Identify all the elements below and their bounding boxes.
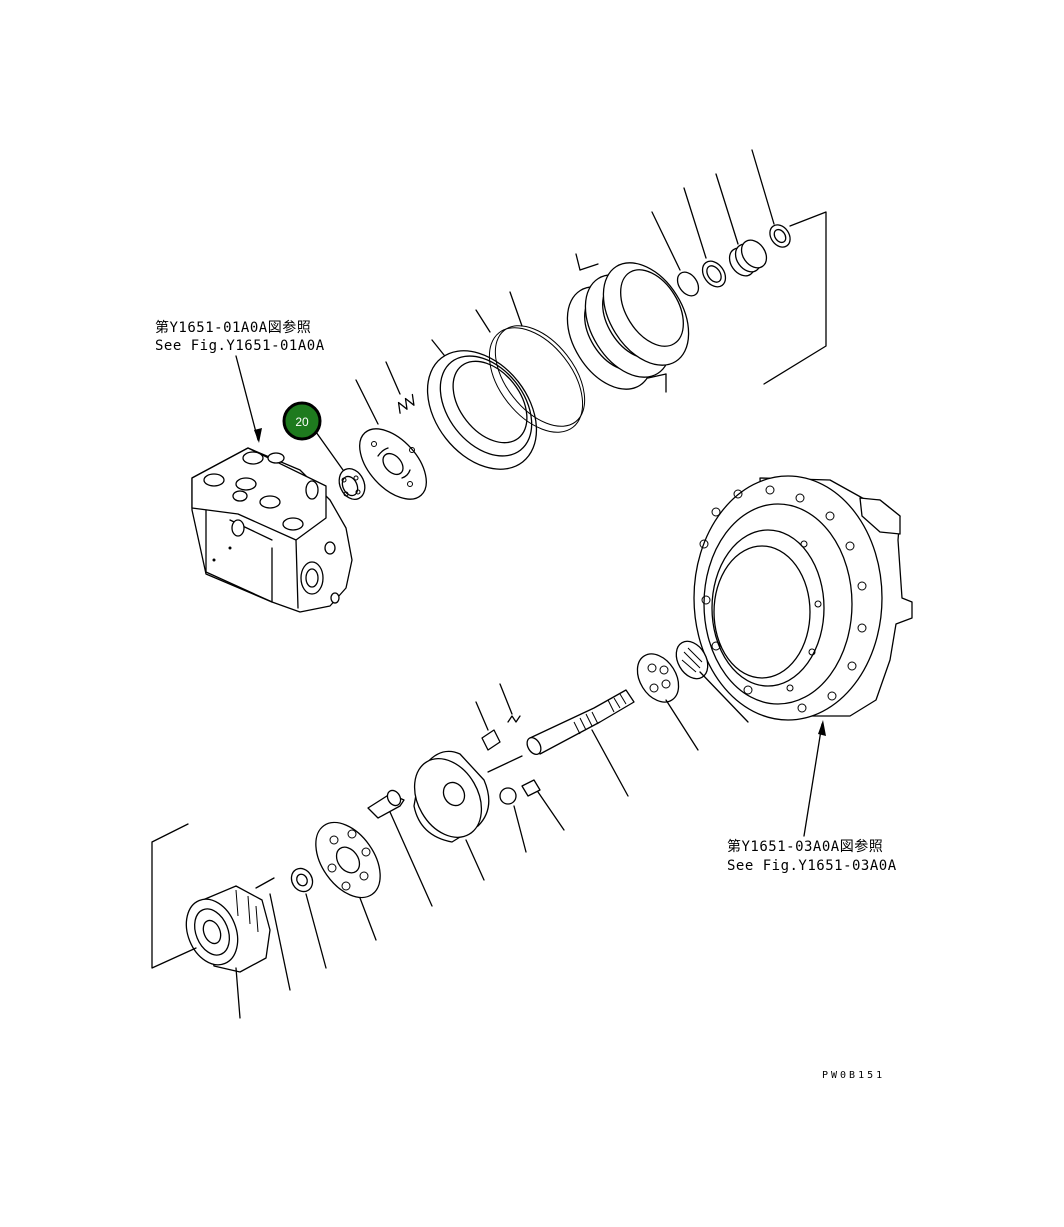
needle-pin: [255, 877, 291, 991]
bearing-medium: [636, 653, 699, 751]
bearing-large: [675, 640, 749, 723]
swash-plate: [413, 750, 523, 881]
reference-en-top: See Fig.Y1651-01A0A: [155, 338, 325, 354]
cylinder-block: [185, 885, 271, 1019]
callout-20[interactable]: 20: [282, 401, 344, 471]
pin-set: [475, 683, 521, 751]
motor-flange-case: [693, 475, 913, 721]
picture-code: PW0B151: [822, 1070, 885, 1081]
reference-jp-top: 第Y1651-01A0A図参照: [155, 319, 311, 336]
callout-number: 20: [295, 415, 309, 429]
drive-shaft: [526, 689, 635, 797]
piston: [367, 789, 433, 907]
reference-en-bottom: See Fig.Y1651-03A0A: [727, 858, 897, 874]
seal-ring-large: [426, 339, 538, 470]
ball-and-pin: [499, 779, 565, 853]
valve-plate: [355, 379, 427, 500]
retainer-plate: [315, 821, 381, 941]
reference-label-bottom-right: 第Y1651-03A0A図参照 See Fig.Y1651-03A0A: [727, 720, 897, 874]
small-bearing: [338, 467, 366, 501]
group-bracket-top: [763, 211, 827, 385]
o-ring: [475, 291, 586, 433]
brake-plate-stack: [566, 253, 690, 393]
spherical-bushing: [290, 867, 327, 969]
small-spring-top: [385, 361, 415, 414]
snap-ring-set: [651, 149, 791, 297]
reference-label-top-left: 第Y1651-01A0A図参照 See Fig.Y1651-01A0A: [155, 319, 325, 443]
reference-jp-bottom: 第Y1651-03A0A図参照: [727, 838, 883, 855]
group-bracket-bottom: [151, 823, 197, 969]
valve-housing: [191, 447, 353, 613]
